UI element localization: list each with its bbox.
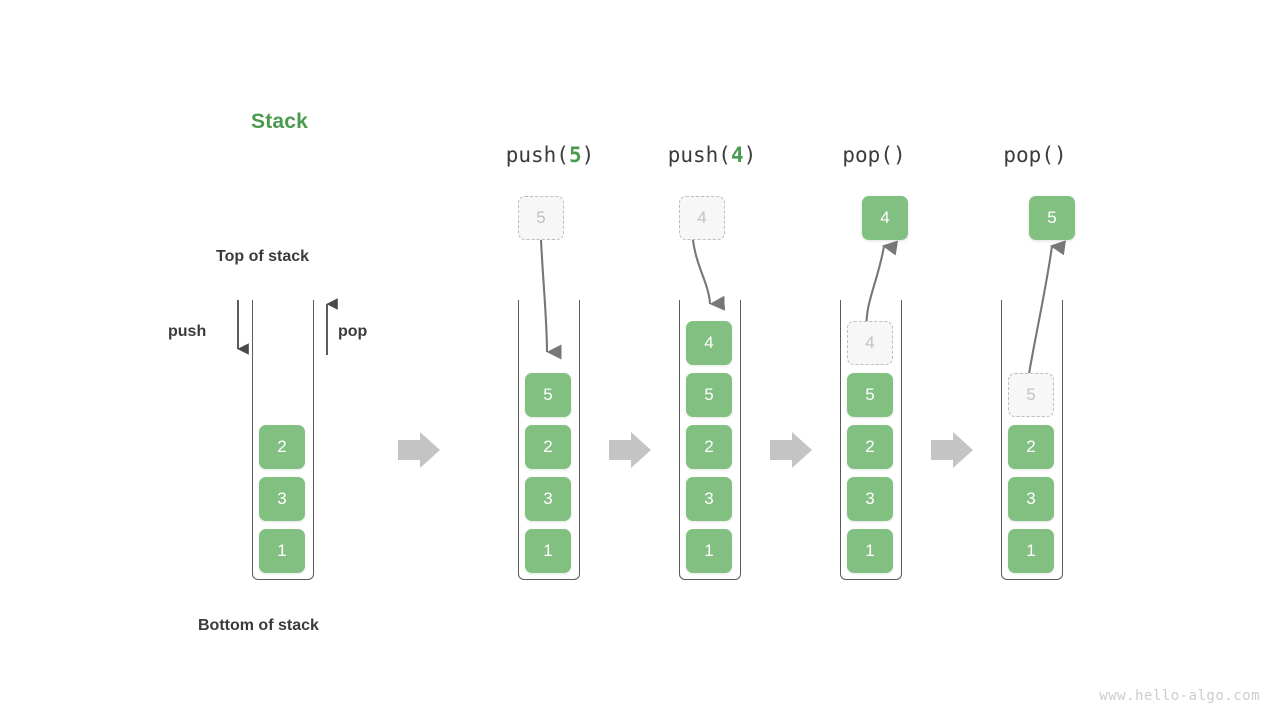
op-paren-close: )	[743, 143, 757, 167]
stack-box: 2	[686, 425, 732, 469]
removed-ghost-box: 5	[1008, 373, 1054, 417]
stack-box: 2	[525, 425, 571, 469]
stack-box: 1	[259, 529, 305, 573]
op-paren-close: )	[892, 143, 906, 167]
stack-box: 4	[686, 321, 732, 365]
stack-box: 1	[525, 529, 571, 573]
flow-arrow-icon	[770, 432, 812, 468]
stack-box: 3	[525, 477, 571, 521]
push-pop-direction-arrows	[237, 298, 338, 355]
op-name: pop	[842, 143, 881, 167]
operation-label-pop-2: pop()	[955, 143, 1115, 167]
stack-box: 1	[686, 529, 732, 573]
op-name: push	[667, 143, 719, 167]
stack-box: 2	[1008, 425, 1054, 469]
op-name: pop	[1003, 143, 1042, 167]
stack-box: 3	[1008, 477, 1054, 521]
watermark: www.hello-algo.com	[1099, 688, 1260, 704]
stack-vessel	[679, 300, 741, 580]
stack-box: 2	[847, 425, 893, 469]
flow-arrow-icon	[398, 432, 440, 468]
op-paren-open: (	[556, 143, 569, 167]
stack-box: 3	[259, 477, 305, 521]
stack-vessel	[252, 300, 314, 580]
op-paren-close: )	[581, 143, 595, 167]
flow-arrow-icon	[931, 432, 973, 468]
push-label: push	[168, 323, 207, 340]
operation-label-push-4: push(4)	[632, 143, 792, 167]
stack-box: 3	[686, 477, 732, 521]
incoming-element-box: 5	[518, 196, 564, 240]
pop-label: pop	[338, 323, 368, 340]
stack-box: 2	[259, 425, 305, 469]
incoming-element-box: 4	[679, 196, 725, 240]
push-motion-arrow	[539, 239, 562, 360]
op-paren-open: (	[880, 143, 893, 167]
bottom-of-stack-label: Bottom of stack	[198, 617, 319, 634]
stack-vessel	[1001, 300, 1063, 580]
popped-element-box: 4	[862, 196, 908, 240]
op-paren-open: (	[1041, 143, 1054, 167]
stack-box: 3	[847, 477, 893, 521]
stack-box: 1	[1008, 529, 1054, 573]
operation-label-push-5: push(5)	[470, 143, 630, 167]
operation-label-pop-1: pop()	[794, 143, 954, 167]
op-paren-open: (	[718, 143, 731, 167]
top-of-stack-label: Top of stack	[216, 248, 310, 265]
stack-box: 1	[847, 529, 893, 573]
removed-ghost-box: 4	[847, 321, 893, 365]
diagram-title: Stack	[251, 110, 309, 133]
push-motion-arrow	[691, 239, 726, 311]
pop-motion-arrow	[1026, 240, 1066, 381]
popped-element-box: 5	[1029, 196, 1075, 240]
stack-box: 5	[847, 373, 893, 417]
op-arg: 5	[568, 143, 582, 167]
op-name: push	[505, 143, 557, 167]
flow-arrow-icon	[609, 432, 651, 468]
op-paren-close: )	[1053, 143, 1067, 167]
stack-vessel	[518, 300, 580, 580]
stack-box: 5	[686, 373, 732, 417]
stack-box: 5	[525, 373, 571, 417]
op-arg: 4	[730, 143, 744, 167]
stack-vessel	[840, 300, 902, 580]
